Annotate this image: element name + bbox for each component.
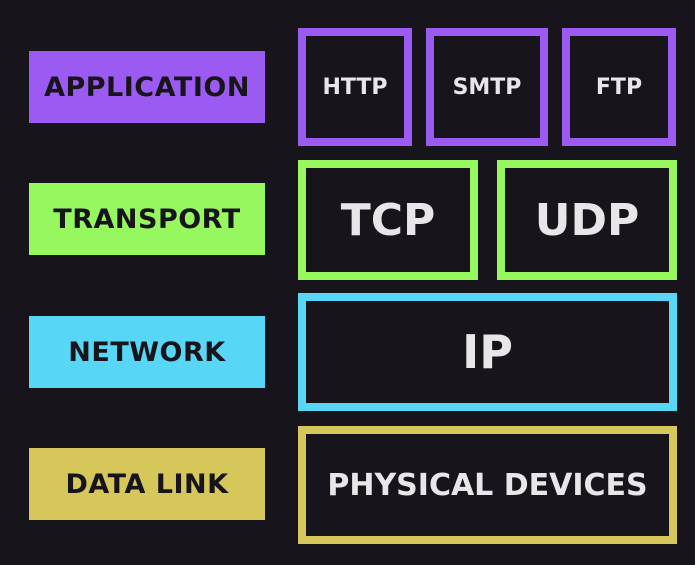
protocol-box-ftp: FTP: [562, 28, 676, 146]
layer-label-data-link: DATA LINK: [29, 448, 265, 520]
layer-label-application: APPLICATION: [29, 51, 265, 123]
protocol-box-tcp: TCP: [298, 160, 478, 280]
protocol-box-physical-devices: PHYSICAL DEVICES: [298, 426, 677, 544]
layer-label-transport: TRANSPORT: [29, 183, 265, 255]
protocol-box-ip: IP: [298, 293, 677, 411]
layer-label-network: NETWORK: [29, 316, 265, 388]
protocol-box-smtp: SMTP: [426, 28, 548, 146]
protocol-box-http: HTTP: [298, 28, 412, 146]
protocol-box-udp: UDP: [497, 160, 677, 280]
